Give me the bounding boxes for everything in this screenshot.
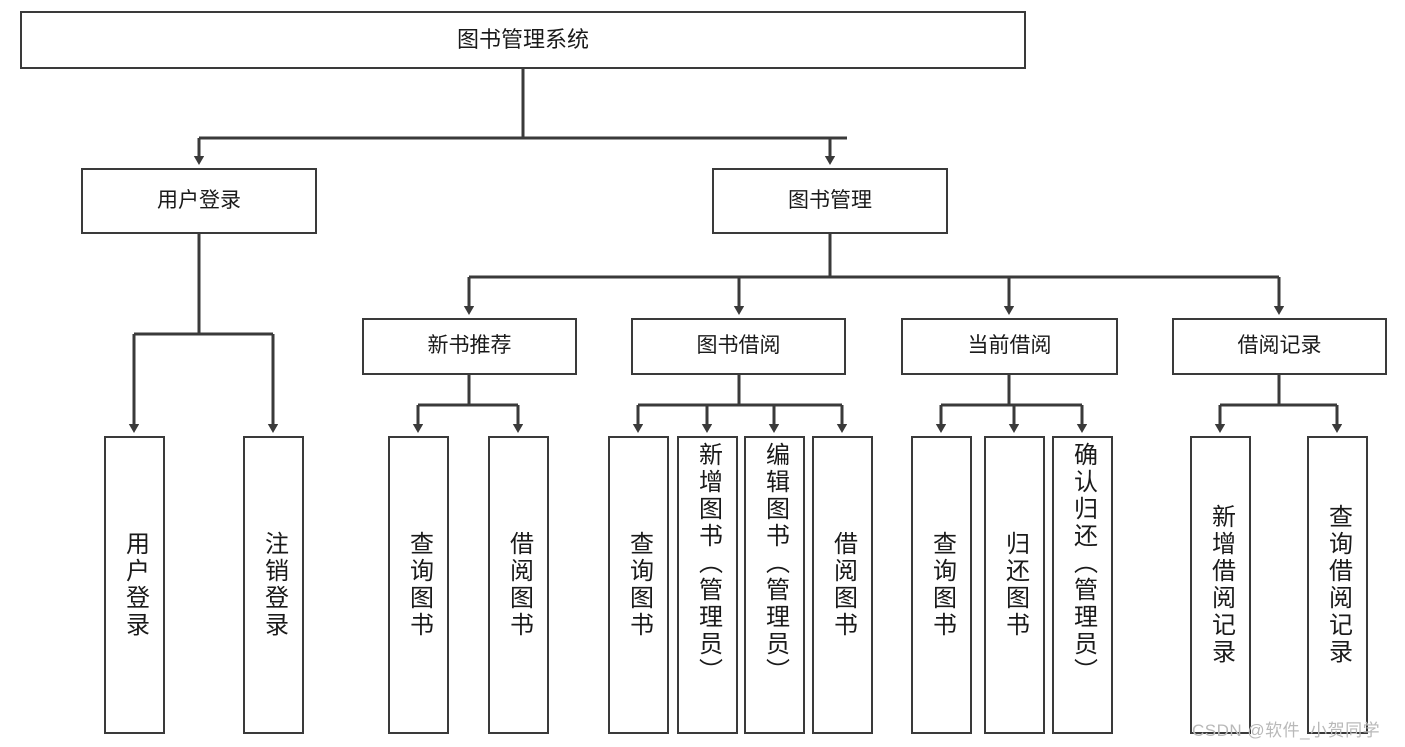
node-leaf-query-book-2-label: 查询图书: [625, 531, 653, 639]
node-leaf-query-book-1-label: 查询图书: [405, 531, 433, 639]
node-leaf-edit-book[interactable]: 编辑图书（管理员）: [744, 436, 805, 734]
node-borrow-record-label: 借阅记录: [1237, 334, 1322, 358]
node-leaf-user-login[interactable]: 用户登录: [104, 436, 165, 734]
node-leaf-query-book-3[interactable]: 查询图书: [911, 436, 972, 734]
node-current-borrow[interactable]: 当前借阅: [901, 318, 1118, 375]
node-root-label: 图书管理系统: [456, 27, 589, 53]
node-leaf-confirm-return[interactable]: 确认归还（管理员）: [1052, 436, 1113, 734]
node-leaf-borrow-book-2-label: 借阅图书: [829, 531, 857, 639]
node-current-borrow-label: 当前借阅: [967, 334, 1052, 358]
node-leaf-borrow-book-1-label: 借阅图书: [505, 531, 533, 639]
node-borrow-record[interactable]: 借阅记录: [1172, 318, 1387, 375]
node-leaf-return-book-label: 归还图书: [1001, 531, 1029, 639]
node-leaf-query-book-1[interactable]: 查询图书: [388, 436, 449, 734]
node-book-mgmt-label: 图书管理: [788, 188, 872, 212]
node-user-login[interactable]: 用户登录: [81, 168, 317, 234]
node-leaf-confirm-return-label: 确认归还（管理员）: [1069, 442, 1097, 685]
node-leaf-borrow-book-1[interactable]: 借阅图书: [488, 436, 549, 734]
node-leaf-add-record-label: 新增借阅记录: [1207, 504, 1235, 666]
node-book-borrow-label: 图书借阅: [696, 334, 781, 358]
node-leaf-edit-book-label: 编辑图书（管理员）: [761, 442, 789, 685]
node-leaf-user-logout[interactable]: 注销登录: [243, 436, 304, 734]
node-leaf-user-logout-label: 注销登录: [260, 531, 288, 639]
node-root[interactable]: 图书管理系统: [20, 11, 1026, 69]
node-leaf-query-record[interactable]: 查询借阅记录: [1307, 436, 1368, 734]
node-leaf-query-record-label: 查询借阅记录: [1324, 504, 1352, 666]
node-leaf-add-book[interactable]: 新增图书（管理员）: [677, 436, 738, 734]
node-book-borrow[interactable]: 图书借阅: [631, 318, 846, 375]
csdn-watermark: CSDN @软件_小贺同学: [1192, 721, 1381, 740]
node-book-mgmt[interactable]: 图书管理: [712, 168, 948, 234]
node-leaf-query-book-2[interactable]: 查询图书: [608, 436, 669, 734]
node-leaf-return-book[interactable]: 归还图书: [984, 436, 1045, 734]
node-leaf-add-record[interactable]: 新增借阅记录: [1190, 436, 1251, 734]
node-new-book-rec-label: 新书推荐: [427, 334, 512, 358]
node-user-login-label: 用户登录: [157, 188, 241, 212]
node-new-book-rec[interactable]: 新书推荐: [362, 318, 577, 375]
node-leaf-add-book-label: 新增图书（管理员）: [694, 442, 722, 685]
node-leaf-query-book-3-label: 查询图书: [928, 531, 956, 639]
node-leaf-user-login-label: 用户登录: [121, 531, 149, 639]
node-leaf-borrow-book-2[interactable]: 借阅图书: [812, 436, 873, 734]
